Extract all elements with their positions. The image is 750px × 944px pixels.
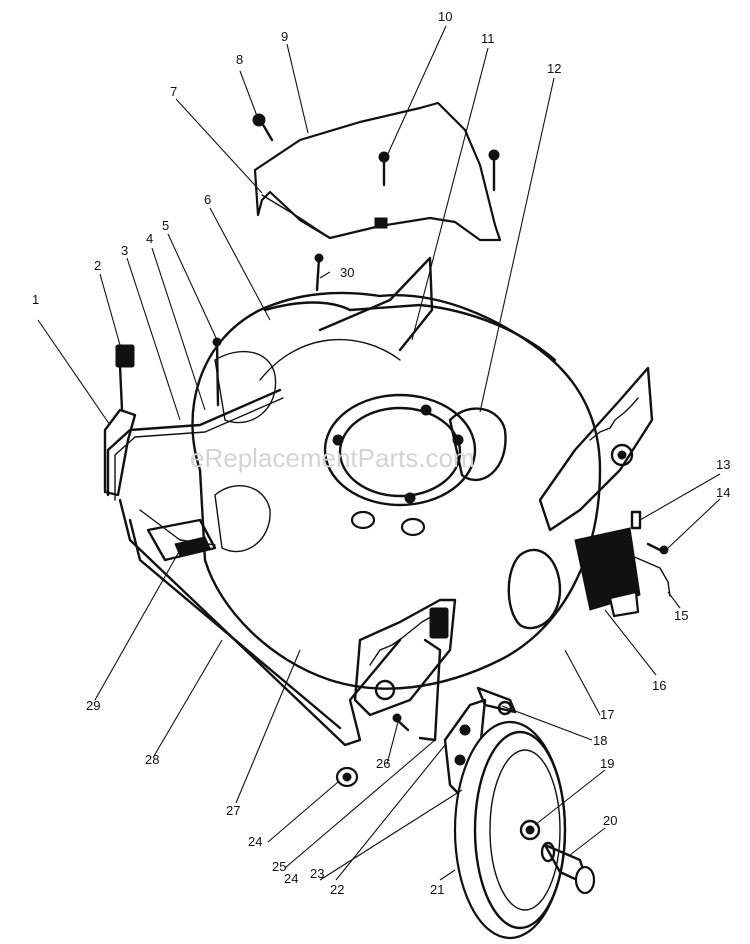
label-20: 20 [603,813,617,828]
watermark-text: eReplacementParts.com [190,443,475,473]
label-23: 23 [310,866,324,881]
wheel-bolt [540,841,596,895]
label-29: 29 [86,698,100,713]
label-1: 1 [32,292,39,307]
label-16: 16 [652,678,666,693]
label-9: 9 [281,29,288,44]
part-labels: 1 2 3 4 5 6 7 8 9 10 11 12 13 14 15 16 1… [32,9,730,897]
label-22: 22 [330,882,344,897]
label-15: 15 [674,608,688,623]
label-7: 7 [170,84,177,99]
label-8: 8 [236,52,243,67]
baffle [574,527,641,618]
screw [392,713,410,732]
label-25: 25 [272,859,286,874]
leader-lines [37,25,721,881]
rear-height-bracket [538,366,654,532]
label-13: 13 [716,457,730,472]
label-6: 6 [204,192,211,207]
discharge-deflector [253,101,502,242]
engine-mount-hole [323,393,477,507]
label-5: 5 [162,218,169,233]
label-17: 17 [600,707,614,722]
label-12: 12 [547,61,561,76]
front-wheel-bracket [103,344,137,497]
label-2: 2 [94,258,101,273]
label-11: 11 [481,31,495,46]
rear-axle-bracket [353,598,457,742]
label-4: 4 [146,231,153,246]
label-27: 27 [226,803,240,818]
label-30: 30 [340,265,354,280]
label-10: 10 [438,9,452,24]
label-3: 3 [121,243,128,258]
nut [335,766,359,788]
label-28: 28 [145,752,159,767]
hardware-right [617,510,671,597]
label-24-upper: 24 [248,834,262,849]
label-18: 18 [593,733,607,748]
wheel [453,720,567,940]
label-14: 14 [716,485,730,500]
axle-bolt [476,686,517,716]
side-panel [118,498,402,747]
label-21: 21 [430,882,444,897]
label-26: 26 [376,756,390,771]
label-24-lower: 24 [284,871,298,886]
label-19: 19 [600,756,614,771]
mower-deck [191,256,602,690]
bolts-top [212,113,500,407]
